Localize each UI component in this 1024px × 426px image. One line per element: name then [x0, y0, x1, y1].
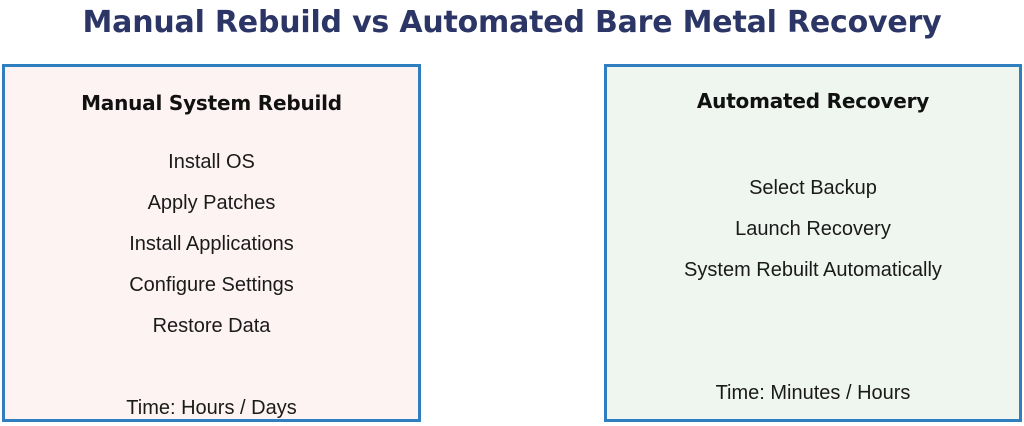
step-item: Launch Recovery — [735, 218, 891, 240]
panel-body-automated-recovery: Select Backup Launch Recovery System Reb… — [607, 168, 1019, 414]
panel-heading-automated-recovery: Automated Recovery — [696, 89, 930, 113]
step-spacer — [607, 291, 1019, 332]
panel-heading-manual-system-rebuild: Manual System Rebuild — [81, 91, 342, 115]
step-item: System Rebuilt Automatically — [684, 259, 942, 281]
step-item: Install Applications — [129, 233, 294, 255]
time-estimate: Time: Hours / Days — [126, 397, 297, 419]
step-spacer — [5, 347, 418, 388]
panel-automated-recovery: Automated Recovery Select Backup Launch … — [604, 64, 1022, 422]
step-item: Install OS — [168, 151, 255, 173]
step-item: Restore Data — [152, 315, 271, 337]
page-title: Manual Rebuild vs Automated Bare Metal R… — [82, 5, 942, 40]
panel-manual-system-rebuild: Manual System Rebuild Install OS Apply P… — [2, 64, 421, 422]
panel-body-manual-system-rebuild: Install OS Apply Patches Install Applica… — [5, 142, 418, 419]
step-item: Configure Settings — [129, 274, 294, 296]
time-estimate: Time: Minutes / Hours — [715, 382, 911, 404]
step-spacer — [607, 332, 1019, 373]
step-item: Select Backup — [749, 177, 877, 199]
step-item: Apply Patches — [147, 192, 276, 214]
